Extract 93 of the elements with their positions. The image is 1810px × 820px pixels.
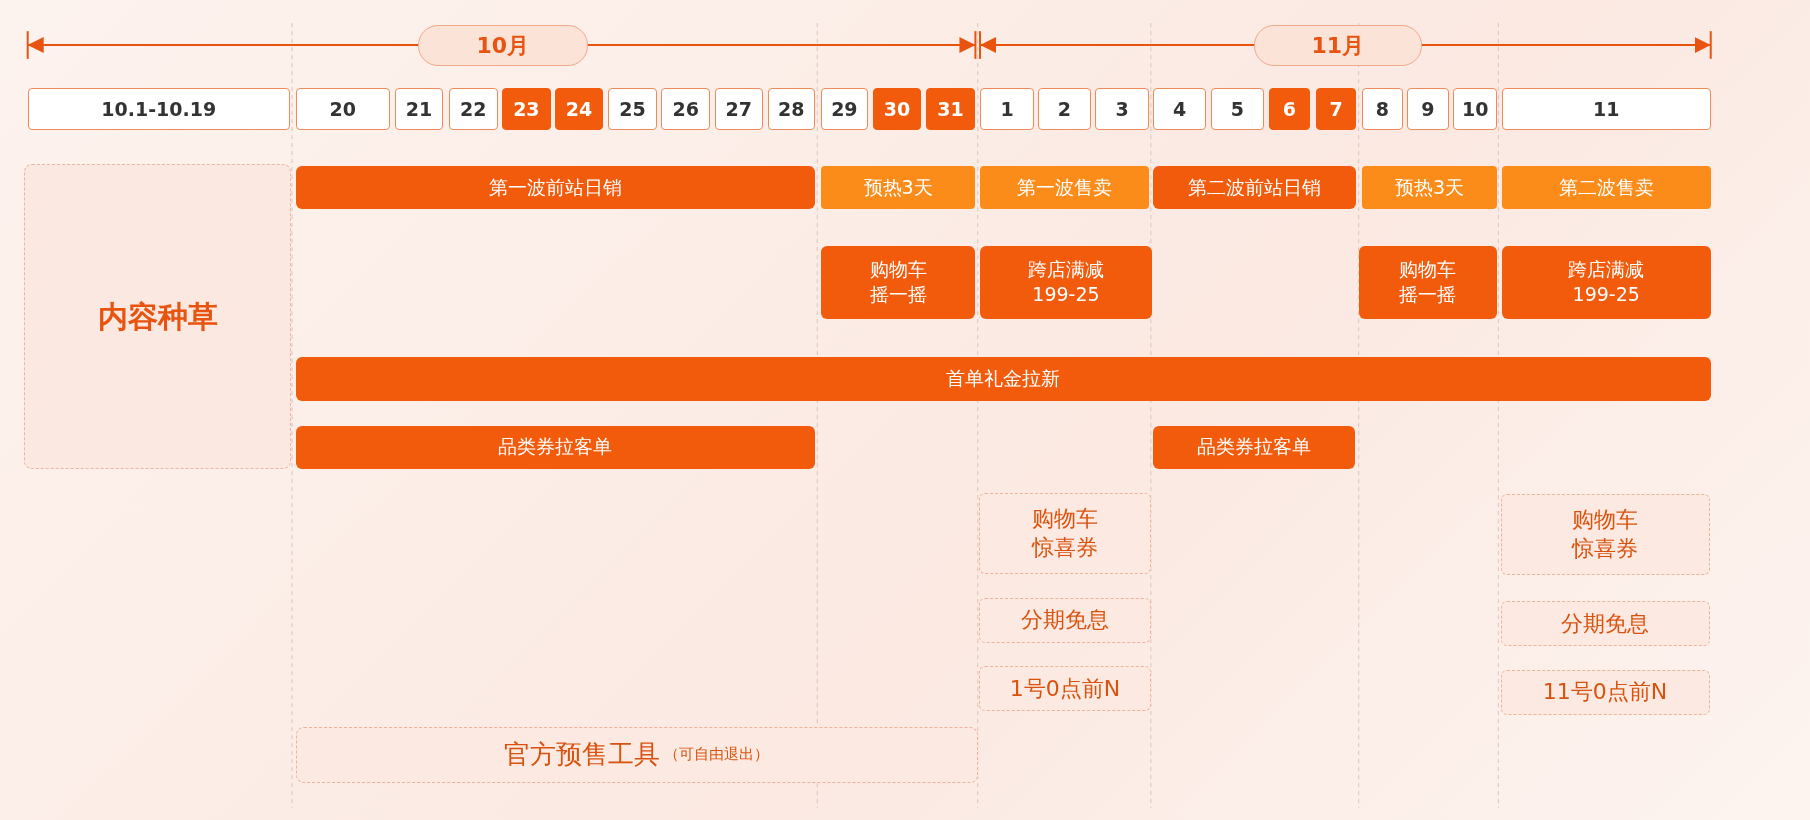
- bar-text: 内容种草: [97, 297, 218, 336]
- date-cell: [295, 87, 391, 131]
- bar-text: 23: [513, 98, 540, 121]
- activity-bar: [1153, 425, 1356, 469]
- date-cell: [449, 87, 498, 131]
- bar-text: 第一波售卖: [1016, 174, 1112, 200]
- bar-text: 20: [329, 98, 357, 121]
- phase-bar: [1362, 166, 1498, 209]
- bar-text: 跨店满减199-25: [1027, 256, 1105, 308]
- date-cell: [661, 87, 710, 131]
- date-cell: [502, 87, 551, 131]
- content-box: [24, 163, 291, 469]
- date-cell: [767, 87, 815, 131]
- bar-text: 21: [405, 98, 433, 121]
- presale-box: [295, 727, 978, 783]
- bar-text: 27: [725, 98, 752, 121]
- activity-bar: [1501, 245, 1711, 319]
- bar-text: 6: [1282, 98, 1296, 121]
- bar-text: 购物车摇一摇: [1398, 256, 1458, 308]
- note-text: （可自由退出）: [664, 745, 770, 765]
- benefit-box: [1500, 601, 1710, 647]
- bar-text: 28: [778, 98, 805, 121]
- month-label: 11月: [1253, 25, 1423, 66]
- bar-text: 1: [1000, 98, 1014, 121]
- bar-text: 7: [1329, 98, 1343, 121]
- date-cell: [1153, 87, 1207, 131]
- bar-text: 5: [1230, 98, 1245, 121]
- benefit-box: [1500, 494, 1710, 575]
- bar-text: 29: [831, 98, 858, 121]
- date-cell: [980, 87, 1035, 131]
- activity-bar: [1153, 166, 1357, 209]
- activity-bar: [980, 245, 1152, 319]
- bar-text: 9: [1421, 98, 1435, 121]
- date-cell: [1362, 87, 1403, 131]
- bar-text: 第一波前站日销: [488, 174, 622, 200]
- benefit-box: [978, 492, 1151, 574]
- bar-text: 品类券拉客单: [498, 434, 613, 460]
- bar-text: 4: [1173, 98, 1187, 121]
- bar-text: 官方预售工具: [504, 738, 661, 772]
- date-cell: [555, 87, 603, 131]
- activity-bar: [295, 356, 1711, 401]
- bar-text: 预热3天: [863, 174, 933, 200]
- benefit-box: [978, 597, 1151, 643]
- bar-text: 11: [1593, 98, 1620, 121]
- bar-text: 购物车惊喜券: [1030, 504, 1099, 563]
- date-cell: [27, 87, 290, 131]
- phase-bar: [980, 166, 1149, 209]
- activity-bar: [295, 166, 815, 209]
- date-cell: [1315, 87, 1357, 131]
- month-label: 10月: [417, 25, 588, 66]
- date-cell: [1095, 87, 1149, 131]
- bar-text: 预热3天: [1395, 174, 1465, 200]
- bar-text: 10.1-10.19: [101, 98, 217, 121]
- date-cell: [1501, 87, 1711, 131]
- bar-text: 跨店满减199-25: [1567, 256, 1646, 308]
- activity-bar: [295, 425, 815, 469]
- bar-text: 2: [1057, 98, 1071, 121]
- bar-text: 品类券拉客单: [1197, 434, 1312, 460]
- bar-text: 31: [937, 98, 964, 121]
- date-cell: [1210, 87, 1264, 131]
- date-cell: [1037, 87, 1091, 131]
- date-cell: [608, 87, 657, 131]
- bar-text: 首单礼金拉新: [946, 365, 1061, 391]
- date-cell: [820, 87, 869, 131]
- date-cell: [1268, 87, 1311, 131]
- bar-text: 分期免息: [1020, 606, 1109, 635]
- activity-bar: [1358, 245, 1498, 319]
- bar-text: 1号0点前N: [1009, 674, 1121, 703]
- bar-text: 22: [460, 98, 487, 121]
- bar-text: 分期免息: [1561, 609, 1650, 638]
- bar-text: 第二波售卖: [1558, 174, 1654, 200]
- benefit-box: [1500, 669, 1710, 715]
- bar-text: 26: [672, 98, 699, 121]
- activity-bar: [820, 245, 976, 319]
- date-cell: [1453, 87, 1498, 131]
- bar-text: 24: [565, 98, 593, 121]
- bar-text: 30: [883, 98, 911, 121]
- bar-text: 10: [1462, 98, 1489, 121]
- bar-text: 8: [1375, 98, 1389, 121]
- date-cell: [872, 87, 922, 131]
- benefit-box: [978, 666, 1151, 712]
- phase-bar: [1501, 166, 1711, 209]
- bar-text: 第二波前站日销: [1188, 174, 1322, 200]
- date-cell: [1407, 87, 1449, 131]
- bar-text: 3: [1115, 98, 1129, 121]
- bar-text: 11号0点前N: [1542, 678, 1668, 706]
- bar-text: 购物车摇一摇: [868, 256, 928, 308]
- date-cell: [925, 87, 976, 131]
- bar-text: 25: [619, 98, 646, 121]
- date-cell: [714, 87, 763, 131]
- bar-text: 购物车惊喜券: [1571, 505, 1640, 564]
- phase-bar: [820, 166, 976, 209]
- date-cell: [394, 87, 444, 131]
